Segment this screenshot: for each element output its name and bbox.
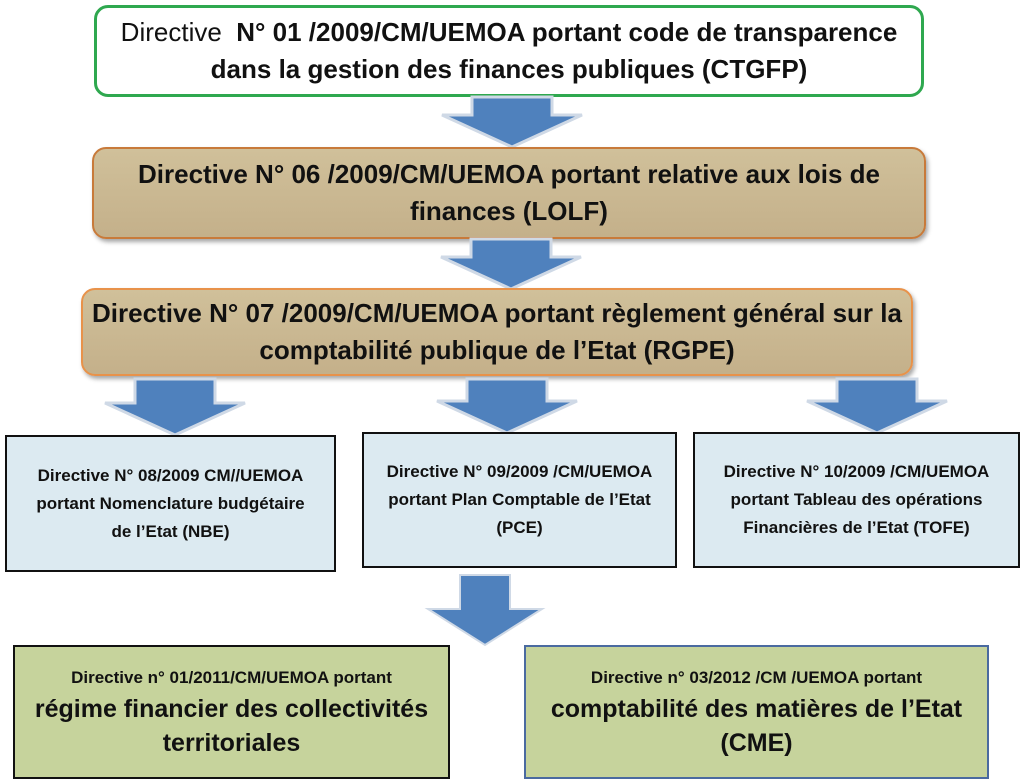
directive-ctgfp-box: Directive N° 01 /2009/CM/UEMOA portant c… (94, 5, 924, 97)
directive-ctgfp-text: Directive N° 01 /2009/CM/UEMOA portant c… (97, 14, 921, 88)
directive-collectivites-box: Directive n° 01/2011/CM/UEMOA portant ré… (13, 645, 450, 779)
directive-lolf-box: Directive N° 06 /2009/CM/UEMOA portant r… (92, 147, 926, 239)
directive-collectivites-line1: Directive n° 01/2011/CM/UEMOA portant (71, 668, 392, 687)
directive-nbe-box: Directive N° 08/2009 CM//UEMOA portant N… (5, 435, 336, 572)
directive-ctgfp-lead: Directive (120, 17, 222, 47)
directive-tofe-box: Directive N° 10/2009 /CM/UEMOA portant T… (693, 432, 1020, 568)
directive-nbe-text: Directive N° 08/2009 CM//UEMOA portant N… (36, 465, 305, 541)
directive-collectivites-line2: régime financier des collectivités terri… (34, 695, 429, 757)
directive-pce-box: Directive N° 09/2009 /CM/UEMOA portant P… (362, 432, 677, 568)
directive-lolf-text: Directive N° 06 /2009/CM/UEMOA portant r… (137, 159, 880, 226)
directive-pce-text: Directive N° 09/2009 /CM/UEMOA portant P… (386, 462, 653, 537)
down-arrow-icon (436, 377, 578, 435)
directive-collectivites-text: Directive n° 01/2011/CM/UEMOA portant ré… (15, 664, 448, 760)
directive-rgpe-text: Directive N° 07 /2009/CM/UEMOA portant r… (92, 298, 902, 365)
directive-ctgfp-rest: N° 01 /2009/CM/UEMOA portant code de tra… (210, 17, 898, 84)
down-arrow-icon (424, 574, 546, 647)
directive-cme-box: Directive n° 03/2012 /CM /UEMOA portant … (524, 645, 989, 779)
directive-rgpe-box: Directive N° 07 /2009/CM/UEMOA portant r… (81, 288, 913, 376)
directive-cme-line1: Directive n° 03/2012 /CM /UEMOA portant (590, 668, 923, 687)
down-arrow-icon (806, 377, 948, 435)
down-arrow-icon (104, 377, 246, 437)
down-arrow-icon (440, 237, 582, 291)
directive-cme-line2: comptabilité des matières de l’Etat (CME… (550, 695, 963, 757)
down-arrow-icon (441, 95, 583, 149)
directive-tofe-text: Directive N° 10/2009 /CM/UEMOA portant T… (723, 462, 990, 537)
directive-cme-text: Directive n° 03/2012 /CM /UEMOA portant … (526, 664, 987, 760)
